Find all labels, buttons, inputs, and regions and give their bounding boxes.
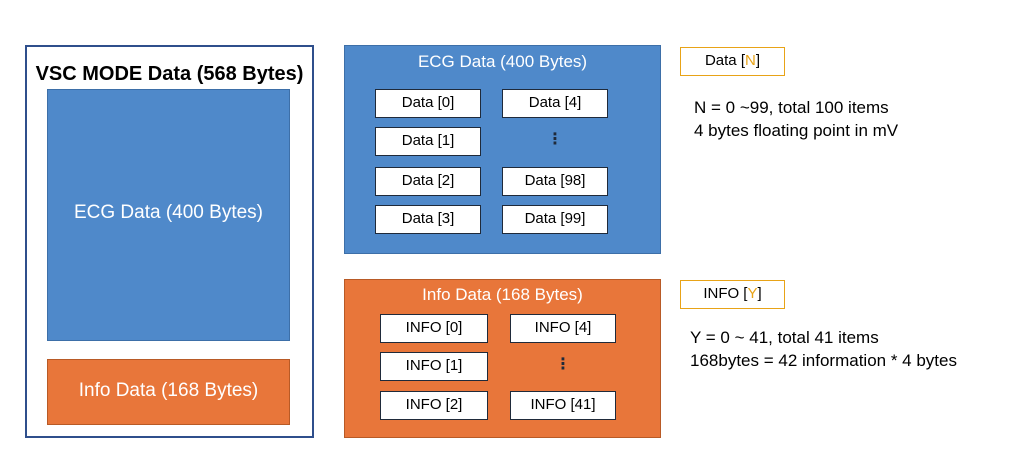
vsc-mode-frame: VSC MODE Data (568 Bytes) ECG Data (400 …: [25, 45, 314, 438]
ecg-cell: Data [3]: [375, 205, 481, 234]
vsc-info-label: Info Data (168 Bytes): [78, 380, 259, 401]
info-cell: INFO [2]: [380, 391, 488, 420]
vsc-ecg-block: ECG Data (400 Bytes): [47, 89, 290, 341]
info-panel-title: Info Data (168 Bytes): [422, 285, 583, 304]
ecg-tag-var: N: [745, 52, 756, 69]
ecg-index-tag: Data [N]: [680, 47, 785, 76]
ecg-panel-title: ECG Data (400 Bytes): [417, 52, 588, 71]
ecg-note-format: 4 bytes floating point in mV: [694, 121, 899, 140]
info-tag-prefix: INFO [: [703, 285, 748, 302]
ecg-cell: Data [0]: [375, 89, 481, 118]
ecg-ellipsis: ⋮: [547, 131, 563, 148]
info-cell: INFO [0]: [380, 314, 488, 343]
ecg-data-panel: ECG Data (400 Bytes) Data [0] Data [1] D…: [344, 45, 661, 254]
info-cell: INFO [4]: [510, 314, 616, 343]
vsc-ecg-label: ECG Data (400 Bytes): [73, 202, 264, 223]
info-note-size: 168bytes = 42 information * 4 bytes: [690, 351, 957, 370]
ecg-cell: Data [1]: [375, 127, 481, 156]
ecg-cell: Data [4]: [502, 89, 608, 118]
info-ellipsis: ⋮: [555, 356, 571, 373]
ecg-note-range: N = 0 ~99, total 100 items: [694, 98, 889, 117]
info-cell: INFO [41]: [510, 391, 616, 420]
vsc-mode-title: VSC MODE Data (568 Bytes): [35, 63, 304, 85]
info-tag-suffix: ]: [757, 285, 762, 302]
info-note-range: Y = 0 ~ 41, total 41 items: [690, 328, 879, 347]
ecg-tag-suffix: ]: [755, 52, 761, 69]
vsc-info-block: Info Data (168 Bytes): [47, 359, 290, 425]
info-data-panel: Info Data (168 Bytes) INFO [0] INFO [1] …: [344, 279, 661, 438]
info-cell: INFO [1]: [380, 352, 488, 381]
ecg-tag-prefix: Data [: [704, 52, 745, 69]
ecg-cell: Data [99]: [502, 205, 608, 234]
info-index-tag: INFO [Y]: [680, 280, 785, 309]
ecg-cell: Data [2]: [375, 167, 481, 196]
info-tag-var: Y: [747, 285, 758, 302]
ecg-cell: Data [98]: [502, 167, 608, 196]
